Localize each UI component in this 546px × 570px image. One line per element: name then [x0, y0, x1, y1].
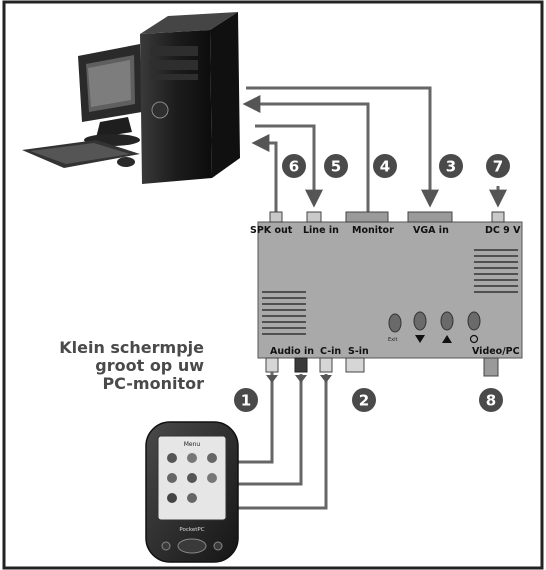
connector-vga-in — [407, 211, 453, 223]
marker-4: 4 — [373, 154, 397, 178]
connector-video-pc — [483, 357, 499, 377]
down-button[interactable] — [413, 311, 427, 331]
connector-s-in — [345, 357, 365, 373]
svg-text:7: 7 — [493, 158, 503, 176]
pda-app-icon[interactable] — [187, 453, 197, 463]
marker-8: 8 — [479, 388, 503, 412]
up-arrow-icon — [442, 335, 452, 343]
converter-box: Exit — [257, 211, 523, 377]
heading-line-3: PC-monitor — [102, 374, 204, 393]
connector-spk-out — [269, 211, 283, 223]
exit-label: Exit — [388, 337, 398, 343]
up-button[interactable] — [440, 311, 454, 331]
cable-line-in — [255, 124, 323, 208]
marker-5: 5 — [324, 154, 348, 178]
cable-audio-l — [238, 372, 274, 464]
svg-text:2: 2 — [359, 392, 369, 410]
heading-line-2: groot op uw — [95, 356, 204, 375]
pda-button[interactable] — [161, 541, 171, 551]
marker-3: 3 — [439, 154, 463, 178]
cable-monitor — [242, 95, 370, 212]
computer-monitor — [78, 44, 142, 146]
menu-button[interactable] — [467, 311, 481, 331]
svg-text:5: 5 — [331, 158, 341, 176]
computer-keyboard — [22, 140, 140, 168]
pda-device: Menu PocketPC — [145, 421, 239, 563]
pda-app-icon[interactable] — [207, 453, 217, 463]
pda-app-grid — [167, 453, 217, 503]
pda-brand: PocketPC — [179, 527, 204, 533]
connector-monitor — [345, 211, 389, 223]
svg-text:6: 6 — [289, 158, 299, 176]
connector-audio-r — [294, 357, 308, 373]
cable-vga-in — [246, 86, 439, 208]
heading-line-1: Klein schermpje — [59, 338, 204, 357]
cable-c-in — [232, 374, 328, 510]
connector-dc — [491, 211, 505, 223]
connector-c-in — [319, 357, 333, 373]
port-label-spk-out: SPK out — [250, 225, 293, 236]
exit-button[interactable] — [388, 313, 402, 333]
port-label-s-in: S-in — [348, 346, 369, 357]
arrow-audio-r-icon — [295, 375, 307, 383]
pda-app-icon[interactable] — [167, 453, 177, 463]
port-label-vga-in: VGA in — [413, 225, 449, 236]
connector-audio-l — [265, 357, 279, 373]
vent-left — [262, 291, 306, 335]
arrow-audio-l-icon — [266, 375, 278, 383]
pda-app-icon[interactable] — [187, 493, 197, 503]
pda-app-icon[interactable] — [167, 473, 177, 483]
cable-spk-out — [251, 134, 278, 212]
cable-audio-r — [238, 374, 303, 486]
port-label-dc: DC 9 V — [485, 225, 521, 236]
pda-dpad[interactable] — [177, 538, 207, 554]
port-label-line-in: Line in — [303, 225, 339, 236]
marker-7: 7 — [486, 154, 510, 178]
pda-button[interactable] — [213, 541, 223, 551]
computer-tower — [140, 12, 240, 184]
vent-right — [474, 249, 518, 293]
pda-help-icon[interactable] — [167, 493, 177, 503]
marker-1: 1 — [234, 388, 258, 412]
port-label-video-pc: Video/PC — [472, 346, 520, 357]
port-label-c-in: C-in — [320, 346, 341, 357]
marker-2: 2 — [352, 388, 376, 412]
port-label-monitor: Monitor — [352, 225, 394, 236]
arrow-c-in-icon — [320, 375, 332, 383]
menu-icon — [469, 334, 479, 344]
pda-app-icon[interactable] — [207, 473, 217, 483]
marker-6: 6 — [282, 154, 306, 178]
down-arrow-icon — [415, 335, 425, 343]
svg-text:3: 3 — [446, 158, 456, 176]
pda-menu-title: Menu — [184, 441, 201, 448]
svg-text:4: 4 — [380, 158, 390, 176]
pda-app-icon[interactable] — [187, 473, 197, 483]
port-label-audio-in: Audio in — [270, 346, 314, 357]
svg-text:1: 1 — [241, 392, 251, 410]
svg-text:8: 8 — [486, 392, 496, 410]
connector-line-in — [306, 211, 322, 223]
